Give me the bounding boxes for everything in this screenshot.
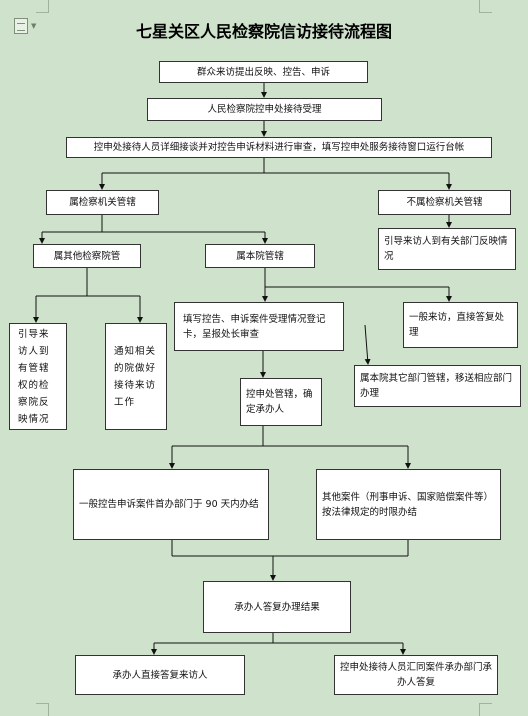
node-direct-reply: 一般来访，直接答复处理 bbox=[403, 302, 518, 348]
arrow-to-n14 bbox=[364, 324, 371, 365]
node-transfer-other-department: 属本院其它部门管辖，移送相应部门办理 bbox=[354, 365, 521, 407]
node-joint-reply: 控申处接待人员汇同案件承办部门承办人答复 bbox=[334, 655, 498, 695]
page-title: 七星关区人民检察院信访接待流程图 bbox=[135, 22, 392, 41]
node-other-procuratorate: 属其他检察院管 bbox=[33, 244, 141, 268]
crop-mark-top-right bbox=[479, 0, 492, 13]
node-other-cases-legal-deadline: 其他案件（刑事申诉、国家赔偿案件等）按法律规定的时限办结 bbox=[316, 469, 501, 540]
node-reception-accepted: 人民检察院控申处接待受理 bbox=[147, 98, 382, 121]
node-assign-handler: 控申处管辖，确定承办人 bbox=[240, 378, 322, 426]
crop-mark-bottom-right bbox=[479, 703, 492, 716]
document-icon[interactable] bbox=[14, 18, 28, 34]
crop-mark-bottom-left bbox=[36, 703, 49, 716]
node-general-case-90-days: 一般控告申诉案件首办部门于 90 天内办结 bbox=[73, 469, 269, 540]
node-handler-reply-result: 承办人答复办理结果 bbox=[203, 581, 351, 633]
node-procuratorate-jurisdiction: 属检察机关管辖 bbox=[46, 190, 159, 215]
node-petition-submitted: 群众来访提出反映、控告、申诉 bbox=[159, 61, 368, 83]
node-interview-review: 控申处接待人员详细接谈并对控告申诉材料进行审查，填写控申处服务接待窗口运行台帐 bbox=[66, 137, 492, 158]
node-guide-competent-procuratorate: 引导来访人到有管辖权的检察院反映情况 bbox=[9, 323, 67, 430]
node-notify-related-procuratorate: 通知相关的院做好接待来访工作 bbox=[105, 323, 167, 430]
node-handler-reply-visitor: 承办人直接答复来访人 bbox=[75, 655, 245, 695]
node-not-procuratorate-jurisdiction: 不属检察机关管辖 bbox=[378, 190, 511, 215]
node-registration-card: 填写控告、申诉案件受理情况登记卡，呈报处长审查 bbox=[174, 302, 344, 351]
node-this-procuratorate: 属本院管辖 bbox=[205, 244, 315, 268]
chevron-down-icon[interactable]: ▼ bbox=[31, 22, 37, 30]
crop-mark-top-left bbox=[36, 0, 49, 13]
node-guide-other-departments: 引导来访人到有关部门反映情况 bbox=[378, 228, 516, 270]
